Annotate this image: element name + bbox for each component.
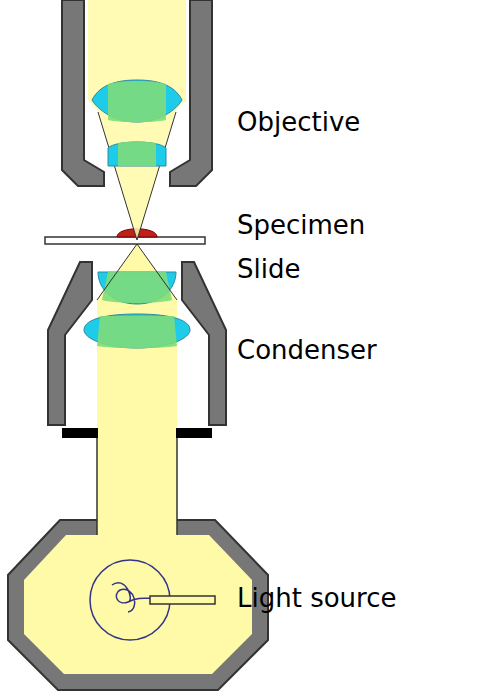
part-label: Objective — [237, 107, 360, 138]
part-label: Specimen — [237, 210, 365, 241]
part-label: Condenser — [237, 335, 377, 366]
diaphragm — [176, 428, 212, 438]
objective-housing — [62, 0, 104, 186]
objective-lens — [92, 80, 182, 122]
part-label: Light source — [237, 583, 397, 614]
objective-beam — [88, 0, 186, 240]
objective-lens — [108, 142, 166, 166]
diaphragm — [62, 428, 98, 438]
condenser-housing — [182, 262, 226, 425]
part-label: Slide — [237, 254, 300, 285]
bulb-stem — [150, 596, 215, 604]
condenser-housing — [48, 262, 92, 425]
objective-housing — [170, 0, 212, 186]
lamp-housing — [8, 520, 268, 690]
light-beam — [97, 340, 177, 540]
lamp-light — [24, 535, 252, 674]
condenser-lens — [84, 314, 190, 348]
slide — [45, 237, 205, 244]
condenser-lens — [98, 272, 176, 304]
